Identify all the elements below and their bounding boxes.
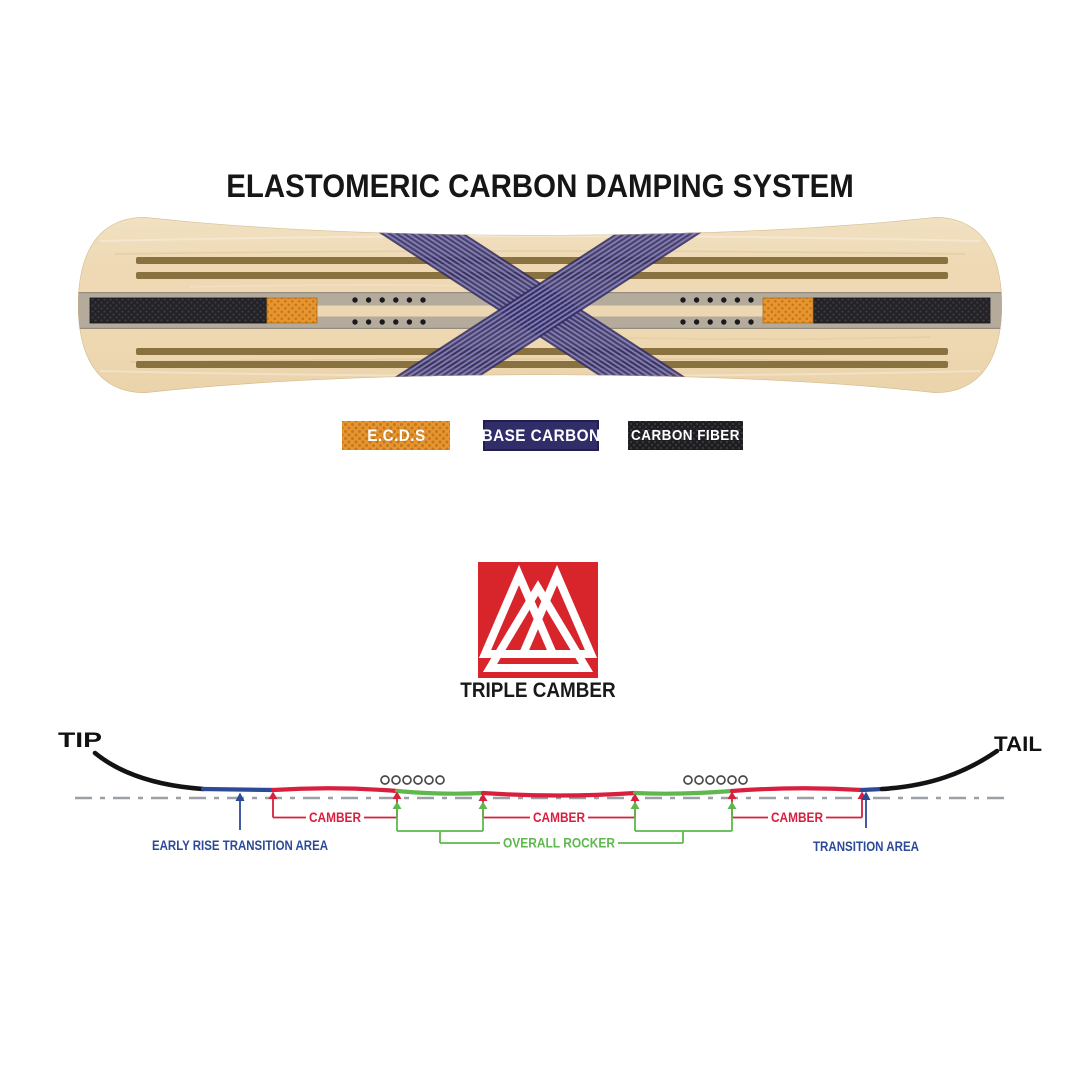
camber-profile-diagram: TIP TAIL CAMBER CAMBER CAMBER OVERALL RO… xyxy=(58,729,1042,854)
transition-arrows xyxy=(239,799,867,830)
legend-label-carbon-fiber: CARBON FIBER xyxy=(631,427,740,444)
tail-label: TAIL xyxy=(994,733,1042,756)
legend-label-base-carbon: BASE CARBON xyxy=(481,425,601,445)
legend-label-ecds: E.C.D.S xyxy=(366,425,426,445)
snowboard-topsheet-illustration xyxy=(78,217,1002,393)
camber-label-1: CAMBER xyxy=(309,810,361,825)
camber-arrowheads xyxy=(268,791,867,801)
rocker-segment-1 xyxy=(394,788,486,796)
ecds-patch-right xyxy=(762,297,814,324)
tip-curve xyxy=(92,750,206,792)
legend-swatch-base-carbon: BASE CARBON xyxy=(481,420,601,451)
triple-camber-logo xyxy=(478,562,598,678)
carbon-fiber-patch-right xyxy=(812,297,991,324)
camber-label-3: CAMBER xyxy=(771,810,823,825)
carbon-fiber-patch-left xyxy=(89,297,268,324)
legend-swatch-ecds: E.C.D.S xyxy=(342,421,450,450)
overall-rocker-label: OVERALL ROCKER xyxy=(503,836,615,851)
camber-segment-2 xyxy=(480,790,638,798)
page-title: ELASTOMERIC CARBON DAMPING SYSTEM xyxy=(226,168,854,204)
early-rise-segment xyxy=(200,786,276,793)
transition-area-label: TRANSITION AREA xyxy=(813,839,919,854)
legend-swatch-carbon-fiber: CARBON FIBER xyxy=(628,421,743,450)
material-legend: E.C.D.S BASE CARBON CARBON FIBER xyxy=(0,418,1080,454)
brown-stripes xyxy=(136,257,948,368)
tip-label: TIP xyxy=(58,729,102,752)
rocker-arrowheads xyxy=(392,801,737,809)
logo-caption: TRIPLE CAMBER xyxy=(460,679,616,702)
rocker-brackets xyxy=(396,808,733,844)
insert-rings xyxy=(380,775,748,785)
ecds-patch-left xyxy=(266,297,318,324)
board-outline xyxy=(78,217,1002,393)
binding-inserts xyxy=(352,297,754,325)
camber-label-2: CAMBER xyxy=(533,810,585,825)
camber-segment-1 xyxy=(270,786,400,794)
transition-arrowheads xyxy=(235,791,871,801)
rocker-segment-2 xyxy=(632,788,735,796)
transition-segment xyxy=(859,786,885,793)
early-rise-label: EARLY RISE TRANSITION AREA xyxy=(152,838,328,853)
tail-curve xyxy=(879,748,1000,792)
mountain-triangles-icon xyxy=(478,564,598,672)
camber-segment-3 xyxy=(729,786,865,794)
